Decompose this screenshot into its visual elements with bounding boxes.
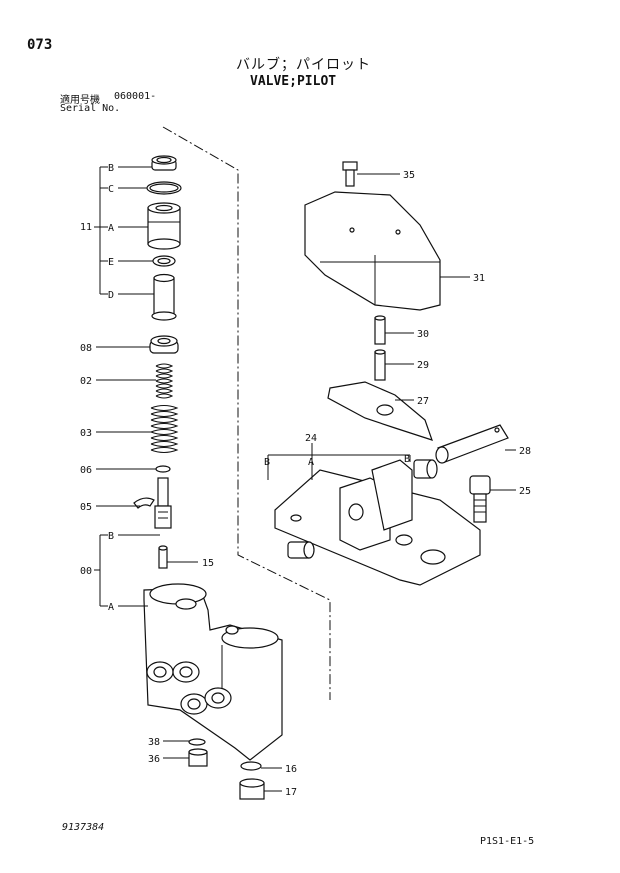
serial-label-english: Serial No. (60, 103, 121, 114)
page-code: P1S1-E1-5 (480, 836, 535, 847)
part-valve-body (143, 583, 283, 761)
assembly-centerline (162, 126, 331, 700)
title-english: VALVE;PILOT (250, 74, 337, 89)
callout-05: 05 (80, 502, 92, 513)
document-number: 9137384 (62, 822, 105, 833)
callout-06: 06 (80, 465, 92, 476)
leader-lines (94, 166, 516, 792)
callout-25: 25 (519, 486, 531, 497)
part-a-bushing (287, 541, 315, 559)
part-17-plug (239, 778, 265, 800)
callout-27: 27 (417, 396, 429, 407)
part-28-shaft (435, 424, 509, 464)
callout-30: 30 (417, 329, 429, 340)
callout-b: B (108, 163, 114, 174)
part-31-boot-cover (304, 191, 441, 311)
callout-a-right: A (308, 457, 314, 468)
part-b-ring (151, 155, 177, 171)
part-15-pin (158, 545, 168, 569)
part-05-clip-and-spool (133, 477, 172, 529)
callout-d: D (108, 290, 114, 301)
page-number: 073 (27, 37, 53, 53)
callout-08: 08 (80, 343, 92, 354)
callout-35: 35 (403, 170, 415, 181)
part-c-o-ring (146, 181, 182, 195)
serial-value: 060001- (114, 91, 157, 102)
callout-b-lower: B (108, 531, 114, 542)
part-06-washer (155, 465, 171, 473)
part-27-arm (327, 381, 433, 441)
callout-24: 24 (305, 433, 317, 444)
callout-38: 38 (148, 737, 160, 748)
part-24-casing (274, 459, 481, 586)
callout-00: 00 (80, 566, 92, 577)
callout-e: E (108, 257, 114, 268)
part-25-bolt (469, 475, 491, 523)
part-30-pin (374, 315, 386, 345)
callout-17: 17 (285, 787, 297, 798)
part-38-o-ring (188, 738, 206, 746)
callout-b-right: B (264, 457, 270, 468)
part-e-washer (152, 255, 176, 267)
part-29-pin (374, 349, 386, 381)
part-03-outer-spring (150, 405, 179, 453)
callout-36: 36 (148, 754, 160, 765)
callout-29: 29 (417, 360, 429, 371)
callout-28: 28 (519, 446, 531, 457)
callout-a-lower: A (108, 602, 114, 613)
serial-label-japanese: 適用号機 (60, 95, 100, 106)
part-d-plunger (151, 273, 177, 321)
callout-03: 03 (80, 428, 92, 439)
part-36-plug (188, 748, 208, 767)
title-japanese: バルブ；パイロット (236, 57, 371, 73)
part-35-bolt (342, 161, 358, 187)
callout-a: A (108, 223, 114, 234)
callout-b-bushing: B (404, 454, 410, 465)
callout-c: C (108, 184, 114, 195)
part-02-inner-spring (155, 363, 174, 399)
part-16-o-ring (240, 761, 262, 771)
part-08-seat (149, 335, 179, 354)
part-b-bushing (413, 459, 438, 479)
callout-02: 02 (80, 376, 92, 387)
callout-16: 16 (285, 764, 297, 775)
callout-31: 31 (473, 273, 485, 284)
part-a-sleeve (147, 202, 181, 250)
callout-11: 11 (80, 222, 92, 233)
callout-15: 15 (202, 558, 214, 569)
